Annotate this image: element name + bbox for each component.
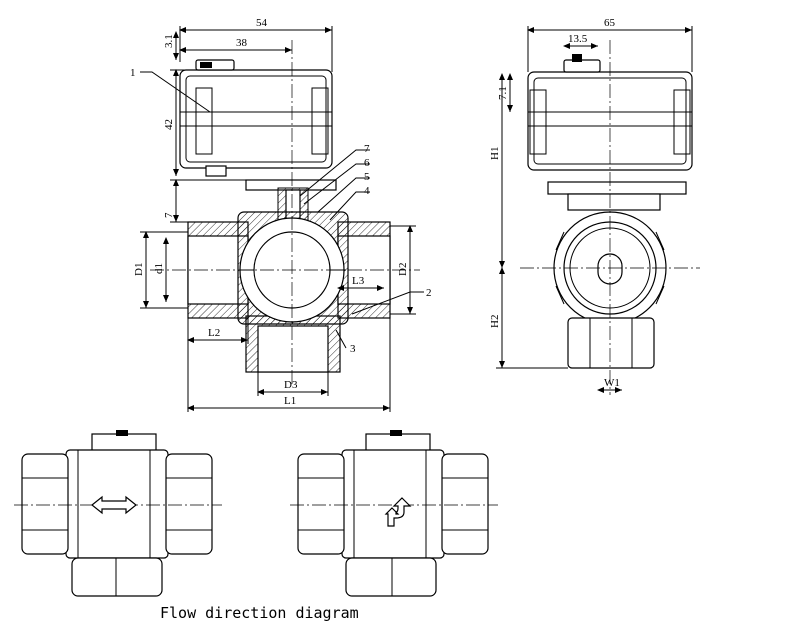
callout-5: 5 xyxy=(364,171,370,183)
callout-1: 1 xyxy=(130,67,136,79)
valve-body xyxy=(187,211,391,373)
flow-caption: Flow direction diagram xyxy=(160,604,359,622)
dim-W1: W1 xyxy=(604,377,620,389)
dim-H2: H2 xyxy=(489,315,501,328)
dim-38: 38 xyxy=(236,37,248,49)
dim-L1: L1 xyxy=(284,395,296,407)
dim-65: 65 xyxy=(604,17,616,29)
dim-L2: L2 xyxy=(208,327,220,339)
side-bracket xyxy=(547,181,687,211)
dim-d1: d1 xyxy=(153,263,165,274)
dim-7-1: 7.1 xyxy=(497,86,509,100)
flow-diagram-right xyxy=(290,430,498,597)
dim-D2: D2 xyxy=(397,263,409,276)
dim-42: 42 xyxy=(163,119,175,130)
dim-L3: L3 xyxy=(352,275,365,287)
dim-D3: D3 xyxy=(284,379,298,391)
front-view: 54 38 3.1 42 7 D1 d1 D2 L3 L2 D3 L1 1 2 … xyxy=(130,17,432,412)
dim-3-1: 3.1 xyxy=(163,34,175,48)
callout-3: 3 xyxy=(350,343,356,355)
dim-D1: D1 xyxy=(133,263,145,276)
callout-4: 4 xyxy=(364,185,370,197)
callout-leaders xyxy=(140,71,424,349)
callout-7: 7 xyxy=(364,143,370,155)
front-dimensions xyxy=(140,26,416,412)
callout-2: 2 xyxy=(426,287,432,299)
actuator-housing xyxy=(179,59,333,177)
dim-54: 54 xyxy=(256,17,268,29)
callout-6: 6 xyxy=(364,157,370,169)
side-view: 65 13.5 7.1 H1 H2 W1 xyxy=(489,17,700,395)
side-actuator xyxy=(527,54,693,171)
flow-diagram-left xyxy=(14,430,222,597)
dim-7: 7 xyxy=(163,212,175,218)
dim-13-5: 13.5 xyxy=(568,33,588,45)
dim-H1: H1 xyxy=(489,147,501,160)
side-dimensions xyxy=(496,26,693,393)
